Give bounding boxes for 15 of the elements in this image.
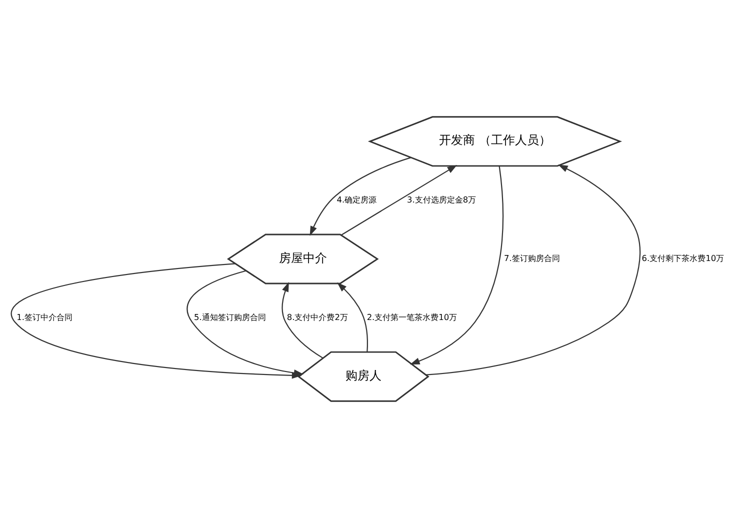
- edge-label: 7.签订购房合同: [504, 253, 560, 264]
- edge-label: 8.支付中介费2万: [286, 312, 348, 322]
- edge-label: 6.支付剩下茶水费10万: [642, 253, 724, 264]
- edge-label: 2.支付第一笔茶水费10万: [366, 312, 458, 322]
- arrow: [186, 270, 304, 376]
- edge-label: 5.通知签订购房合同: [194, 312, 266, 322]
- arrow: [426, 164, 641, 376]
- edge-label: 4.确定房源: [336, 194, 377, 204]
- edge-label: 3.支付选房定金8万: [406, 194, 476, 204]
- arrow: [337, 282, 368, 352]
- arrow: [410, 166, 504, 365]
- arrow: [310, 157, 412, 236]
- edge-label: 1.签订中介合同: [16, 312, 73, 322]
- arrow: [282, 282, 324, 359]
- arrow: [340, 165, 458, 236]
